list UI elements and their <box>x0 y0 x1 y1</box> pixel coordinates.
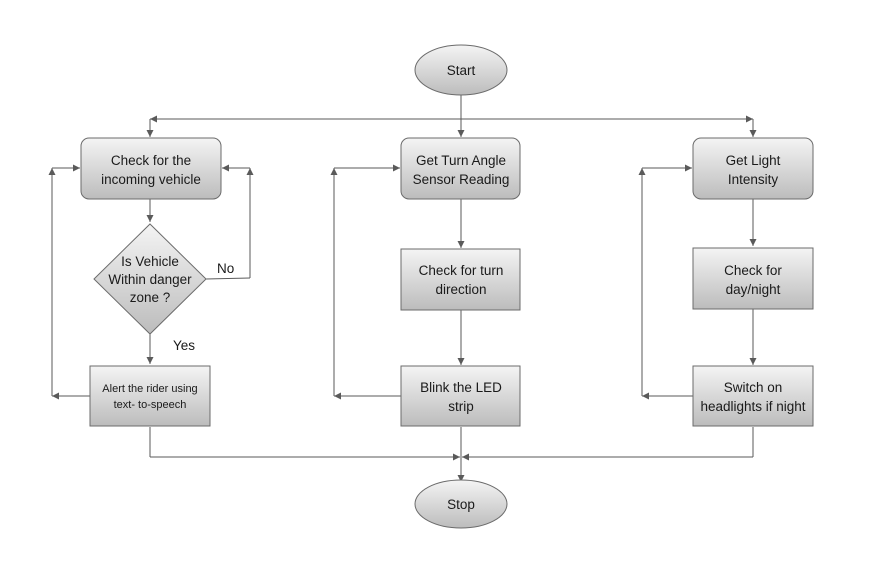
check-vehicle-node: Check for the incoming vehicle <box>80 137 222 200</box>
decision-line-3: zone ? <box>130 290 171 305</box>
turn-angle-line-1: Get Turn Angle <box>416 153 506 168</box>
turn-direction-node: Check for turn direction <box>400 248 521 311</box>
alert-line-1: Alert the rider using <box>102 383 197 395</box>
connectors <box>48 95 757 482</box>
no-label: No <box>217 261 234 276</box>
day-night-line-2: day/night <box>726 282 781 297</box>
turn-direction-line-1: Check for turn <box>419 263 504 278</box>
turn-angle-node: Get Turn Angle Sensor Reading <box>400 137 521 200</box>
danger-decision-node: Is Vehicle Within danger zone ? <box>93 223 207 335</box>
light-intensity-line-1: Get Light <box>726 153 781 168</box>
blink-led-line-2: strip <box>448 399 474 414</box>
light-intensity-line-2: Intensity <box>728 172 779 187</box>
decision-line-1: Is Vehicle <box>121 254 179 269</box>
yes-label: Yes <box>173 338 195 353</box>
decision-line-2: Within danger <box>108 272 192 287</box>
check-vehicle-line-1: Check for the <box>111 153 191 168</box>
alert-line-2: text- to-speech <box>114 399 187 411</box>
turn-angle-line-2: Sensor Reading <box>413 172 510 187</box>
stop-node: Stop <box>414 479 508 529</box>
blink-led-line-1: Blink the LED <box>420 380 502 395</box>
day-night-node: Check for day/night <box>692 247 814 310</box>
alert-rider-node: Alert the rider using text- to-speech <box>89 365 211 427</box>
start-label: Start <box>447 63 476 78</box>
turn-direction-line-2: direction <box>435 282 486 297</box>
headlights-line-2: headlights if night <box>700 399 805 414</box>
blink-led-node: Blink the LED strip <box>400 365 521 427</box>
day-night-line-1: Check for <box>724 263 782 278</box>
stop-label: Stop <box>447 497 475 512</box>
start-node: Start <box>414 44 508 96</box>
headlights-line-1: Switch on <box>724 380 783 395</box>
headlights-node: Switch on headlights if night <box>692 365 814 427</box>
check-vehicle-line-2: incoming vehicle <box>101 172 201 187</box>
no-line-horizontal <box>205 277 251 280</box>
light-intensity-node: Get Light Intensity <box>692 137 814 200</box>
